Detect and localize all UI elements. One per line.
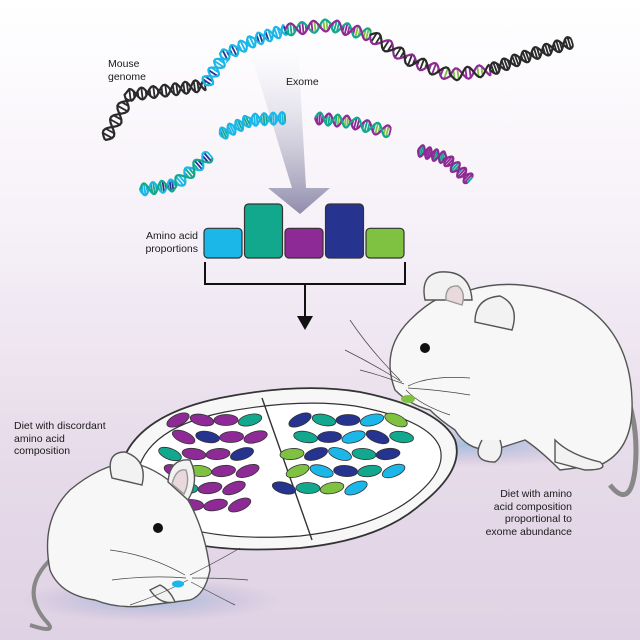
pellet-discordant <box>237 413 263 427</box>
pellet-proportional <box>285 464 310 478</box>
pellet-proportional <box>304 447 328 461</box>
pellet-proportional <box>381 463 406 479</box>
pellet-proportional <box>384 412 408 428</box>
pellet-proportional <box>341 430 366 444</box>
pellet-discordant <box>189 413 215 427</box>
pellet-proportional <box>288 412 312 428</box>
genome-strand-left <box>101 78 207 142</box>
pellet-proportional <box>317 431 342 443</box>
exome-fragments <box>138 111 474 197</box>
genome-strand-exon-1 <box>201 24 288 87</box>
pellet-proportional <box>344 480 368 496</box>
exome-funnel <box>248 44 330 214</box>
food-pellets <box>150 412 414 513</box>
blue-pellet-mouth <box>172 580 184 588</box>
exome-label: Exome <box>286 76 319 88</box>
pellet-discordant <box>243 430 268 444</box>
genome-strand-right <box>368 31 492 82</box>
pellet-discordant <box>166 412 190 428</box>
genome-strand-end <box>488 36 575 75</box>
pellet-discordant <box>203 498 228 512</box>
pellet-proportional <box>309 464 334 478</box>
amino-acid-bar-navy <box>324 203 365 259</box>
right-mouse <box>389 271 639 498</box>
pellet-discordant <box>228 497 252 513</box>
pellet-discordant <box>158 446 182 462</box>
amino-acid-bars <box>203 203 405 259</box>
pellet-proportional <box>357 464 382 478</box>
pellet-proportional <box>271 481 297 495</box>
pellet-proportional <box>319 481 345 495</box>
left-mouse-whiskers <box>109 547 249 606</box>
pellet-proportional <box>293 430 318 444</box>
pellet-discordant <box>197 481 223 495</box>
amino-acid-bar-teal <box>243 203 284 259</box>
pellet-discordant <box>211 464 236 478</box>
pellet-discordant <box>213 414 239 426</box>
amino-acid-bar-cyan <box>203 227 243 259</box>
left-mouse <box>29 451 211 631</box>
green-pellet-mouth <box>401 395 415 403</box>
amino-acid-bar-green <box>365 227 405 259</box>
pellet-proportional <box>279 448 305 460</box>
pellet-discordant <box>205 448 231 460</box>
pellet-discordant <box>219 431 244 443</box>
right-mouse-whiskers <box>344 319 471 416</box>
fragment-mid-left <box>218 111 287 140</box>
pellet-proportional <box>375 447 401 461</box>
pellet-proportional <box>359 413 385 427</box>
pellet-discordant <box>235 464 260 478</box>
pellet-proportional <box>295 482 321 494</box>
pellet-discordant <box>222 480 246 496</box>
amino-acid-bar-purple <box>284 227 324 259</box>
fragment-right <box>416 144 474 185</box>
bracket-arrow <box>204 262 406 330</box>
pellet-proportional <box>335 414 361 426</box>
fragment-mid-right <box>313 111 392 139</box>
genome-strand-exon-2 <box>284 18 372 42</box>
pellet-discordant <box>195 430 220 444</box>
pellet-proportional <box>328 447 352 461</box>
pellet-discordant <box>171 429 196 445</box>
pellet-proportional <box>389 430 414 444</box>
genome-dna <box>101 18 575 142</box>
pellet-proportional <box>365 429 390 445</box>
fragment-left <box>138 150 214 197</box>
pellet-proportional <box>311 413 337 427</box>
pellet-discordant <box>230 447 254 461</box>
